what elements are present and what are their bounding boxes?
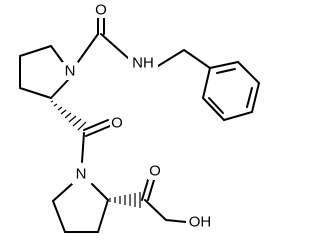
hashed-wedge-upper (50, 100, 87, 131)
bond-carbonyl-nh (100, 33, 129, 59)
bond-ar-inner-3 (208, 97, 224, 114)
bond-ch2-phenyl (183, 49, 211, 69)
bond-c5-c4 (19, 45, 52, 57)
bond-ch2-oh (165, 219, 187, 223)
atom-o-linker: O (111, 115, 123, 132)
lower-pyrrolidine-ring (52, 183, 109, 233)
bond-ketone-ch2 (144, 199, 167, 221)
upper-pyrrolidine-ring (19, 45, 71, 99)
bond-ketone-o-a (141, 179, 149, 201)
bond-ar-inner-1 (216, 68, 236, 74)
bond-nh-ch2 (157, 49, 185, 67)
chemical-structure-diagram: O NH N O N O OH (19, 2, 260, 233)
bond-ketone-o-b (147, 179, 155, 201)
bond-linker-n2 (81, 132, 85, 163)
atom-o-ketone: O (149, 163, 161, 180)
bond-ar-1 (209, 61, 239, 69)
atom-n-upper: N (65, 63, 76, 80)
atom-oh-hydroxyl: OH (189, 214, 212, 231)
bond-linker-o-a (83, 119, 109, 131)
bond-n2-c5b (52, 183, 73, 202)
bond-c5b-c4b (52, 200, 66, 233)
atom-n-lower: N (76, 166, 87, 183)
bond-c2-n1 (50, 79, 69, 99)
carboxamide-group (77, 13, 211, 69)
atom-nh-amide: NH (132, 55, 154, 72)
bond-n1-carbonyl (77, 33, 99, 63)
hydroxyacetyl-group (141, 179, 187, 223)
bond-linker-o-b (85, 125, 111, 137)
bond-ar-6 (202, 67, 211, 99)
benzene-ring (202, 61, 260, 121)
bond-c3-c2 (19, 87, 52, 99)
bond-c3b-c2b (97, 199, 109, 233)
bond-ar-2 (237, 61, 260, 84)
bond-ar-5 (202, 97, 225, 121)
bond-ar-3 (251, 82, 260, 113)
atom-o-carboxamide: O (95, 2, 107, 19)
bond-c2b-n2 (91, 183, 109, 201)
hashed-wedge-lower (109, 192, 141, 208)
bond-ar-4 (223, 111, 253, 121)
linker-carbonyl (81, 119, 111, 163)
structure-canvas: O NH N O N O OH (19, 1, 260, 233)
atom-labels: O NH N O N O OH (62, 2, 216, 231)
bond-ar-inner-2 (246, 87, 253, 108)
